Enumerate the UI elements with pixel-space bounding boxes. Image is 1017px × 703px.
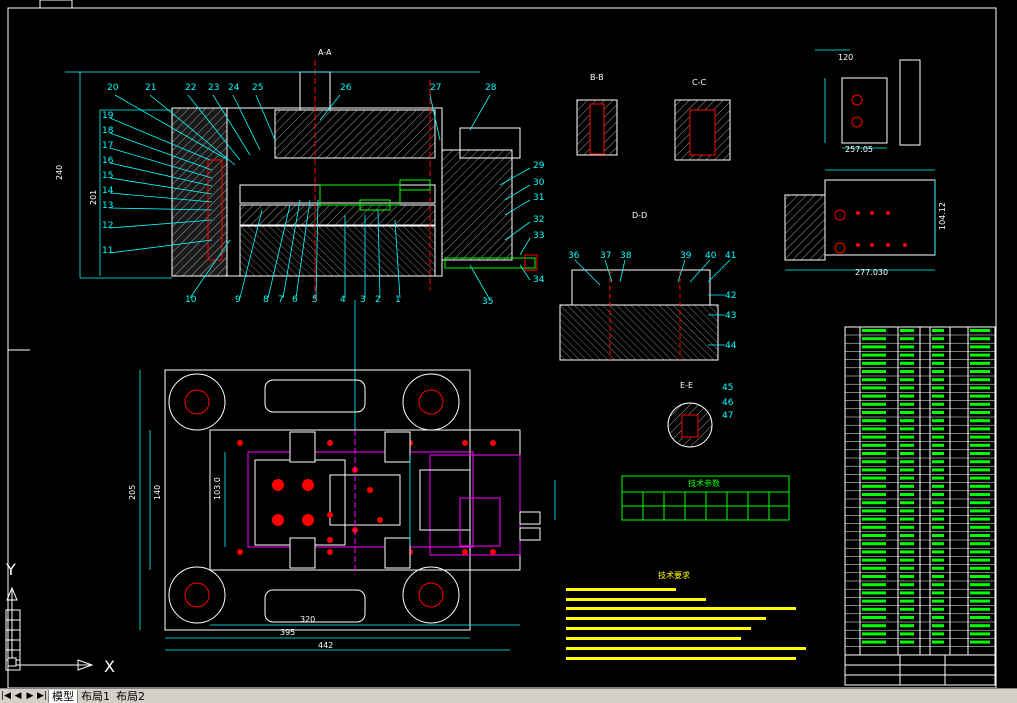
part-number-label: 17	[102, 141, 113, 151]
part-number-label: 33	[533, 231, 544, 241]
drawing-canvas: A-A B-B C-C D-D E-E 240 201 395 442 320 …	[5, 0, 997, 688]
tab-model[interactable]: 模型	[48, 689, 78, 703]
ucs-x-label: X	[104, 657, 115, 676]
part-number-label: 5	[312, 295, 318, 305]
part-number-label: 42	[725, 291, 736, 301]
plan-view-dimensions	[139, 370, 556, 651]
part-number-label: 36	[568, 251, 580, 261]
part-number-label: 31	[533, 193, 544, 203]
parameters-table	[621, 475, 790, 521]
part-number-label: 37	[600, 251, 611, 261]
part-number-label: 20	[107, 83, 119, 93]
part-number-label: 38	[620, 251, 632, 261]
section-label-dd: D-D	[632, 211, 647, 220]
part-number-label: 45	[722, 383, 733, 393]
part-number-label: 1	[395, 295, 401, 305]
dim-part-w: 257.05	[845, 145, 873, 154]
part-number-label: 44	[725, 341, 737, 351]
dim-height-total: 240	[55, 165, 64, 180]
dim-1030: 103.0	[213, 477, 222, 500]
part-number-label: 7	[278, 295, 284, 305]
dim-r120: 120	[838, 53, 853, 62]
part-number-label: 32	[533, 215, 544, 225]
part-number-label: 16	[102, 156, 114, 166]
part-number-label: 13	[102, 201, 113, 211]
dim-part-h: 104.12	[938, 202, 947, 230]
part-number-label: 11	[102, 246, 113, 256]
dim-height-inner: 201	[89, 190, 98, 205]
part-number-label: 35	[482, 297, 493, 307]
cad-model-viewport[interactable]: A-A B-B C-C D-D E-E 240 201 395 442 320 …	[0, 0, 1017, 688]
part-number-label: 43	[725, 311, 736, 321]
part-number-label: 9	[235, 295, 241, 305]
part-number-label: 8	[263, 295, 269, 305]
section-label-cc: C-C	[692, 78, 706, 87]
part-number-label: 26	[340, 83, 352, 93]
part-detail-plan	[784, 179, 936, 261]
part-number-label: 46	[722, 398, 734, 408]
dim-205: 205	[128, 485, 137, 500]
part-number-label: 40	[705, 251, 717, 261]
tech-requirements-text	[566, 588, 806, 660]
part-number-label: 15	[102, 171, 113, 181]
ucs-y-label: Y	[6, 560, 16, 579]
part-number-label: 39	[680, 251, 692, 261]
tab-layout1[interactable]: 布局1	[81, 689, 110, 703]
part-number-label: 2	[375, 295, 381, 305]
part-number-label: 6	[292, 295, 298, 305]
tab-layout2[interactable]: 布局2	[116, 689, 145, 703]
section-aa-view	[171, 60, 521, 300]
last-tab-icon[interactable]: ▶|	[37, 691, 47, 701]
table-header: 技术参数	[688, 478, 720, 488]
section-cc	[674, 99, 731, 161]
part-number-label: 28	[485, 83, 497, 93]
prev-tab-icon[interactable]: ◀	[14, 691, 22, 701]
layout-tab-bar: |◀ ◀ ▶ ▶| 模型 布局1 布局2	[0, 688, 1017, 703]
dim-395: 395	[280, 628, 295, 637]
section-aa-dimensions	[65, 71, 531, 430]
dim-320: 320	[300, 615, 315, 624]
part-number-label: 41	[725, 251, 736, 261]
part-number-label: 10	[185, 295, 197, 305]
dim-part-w2: 277.030	[855, 268, 888, 277]
part-number-label: 19	[102, 111, 114, 121]
section-label-bb: B-B	[590, 73, 604, 82]
part-number-label: 3	[360, 295, 366, 305]
dim-140: 140	[153, 485, 162, 500]
part-number-label: 12	[102, 221, 113, 231]
section-label-ee: E-E	[680, 381, 693, 390]
part-number-label: 25	[252, 83, 263, 93]
plan-view	[164, 369, 521, 631]
section-bb	[576, 99, 618, 156]
next-tab-icon[interactable]: ▶	[26, 691, 34, 701]
part-number-label: 21	[145, 83, 156, 93]
tech-title: 技术要求	[658, 570, 690, 580]
part-number-label: 24	[228, 83, 240, 93]
part-number-label: 34	[533, 275, 545, 285]
part-number-label: 18	[102, 126, 114, 136]
part-number-label: 27	[430, 83, 441, 93]
section-dd	[559, 269, 719, 361]
section-ee	[667, 402, 713, 448]
part-number-label: 22	[185, 83, 196, 93]
first-tab-icon[interactable]: |◀	[1, 691, 11, 701]
part-number-label: 23	[208, 83, 219, 93]
ucs-icon	[6, 586, 94, 671]
part-number-label: 29	[533, 161, 545, 171]
section-label-aa: A-A	[318, 48, 332, 57]
part-number-label: 47	[722, 411, 733, 421]
part-number-label: 30	[533, 178, 545, 188]
dim-442: 442	[318, 641, 333, 650]
part-detail-top	[841, 59, 921, 146]
part-number-label: 4	[340, 295, 346, 305]
part-number-label: 14	[102, 186, 114, 196]
